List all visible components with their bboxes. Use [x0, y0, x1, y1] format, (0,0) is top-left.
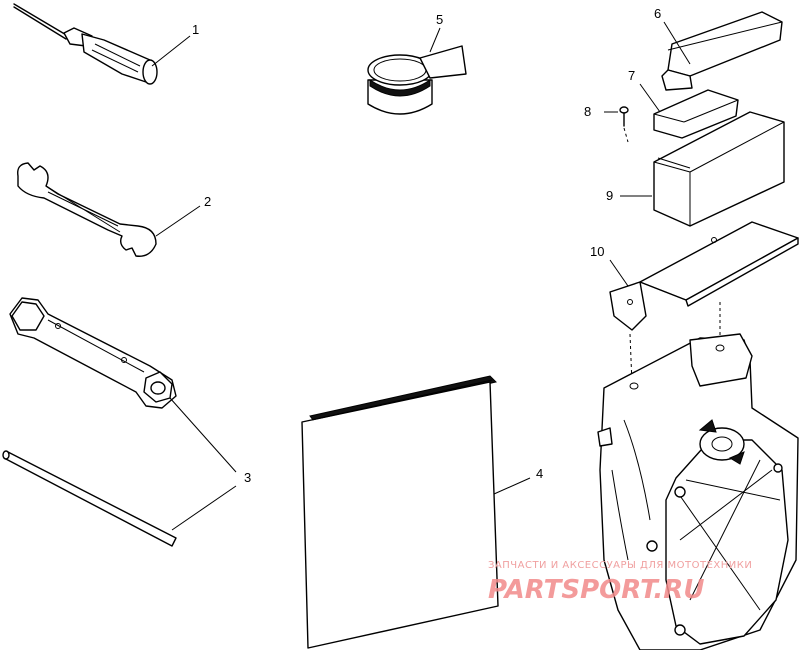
foam-pad-part: [639, 83, 739, 139]
callout-8: 8: [584, 104, 591, 119]
callout-9: 9: [606, 188, 613, 203]
screw-part: [604, 106, 629, 143]
callout-3: 3: [244, 470, 251, 485]
tape-roll-part: [367, 27, 467, 115]
callout-1: 1: [192, 22, 199, 37]
callout-6: 6: [654, 6, 661, 21]
mounting-bracket-part: [609, 221, 799, 385]
callout-2: 2: [204, 194, 211, 209]
engine-housing-part: [597, 333, 799, 650]
callout-5: 5: [436, 12, 443, 27]
tool-box-part: [620, 111, 785, 227]
owners-manual-part: [301, 375, 531, 649]
callout-4: 4: [536, 466, 543, 481]
callout-7: 7: [628, 68, 635, 83]
screwdriver-part: [13, 3, 191, 85]
callout-10: 10: [590, 244, 604, 259]
tool-kit-cover-part: [661, 11, 783, 91]
watermark-brand: PARTSPORT.RU: [488, 575, 704, 605]
wrench-part: [17, 162, 201, 257]
watermark-caption: ЗАПЧАСТИ И АКСЕССУАРЫ ДЛЯ МОТОТЕХНИКИ: [488, 560, 752, 571]
tube-spanner-part: [9, 297, 237, 473]
tommy-bar-part: [2, 450, 237, 547]
